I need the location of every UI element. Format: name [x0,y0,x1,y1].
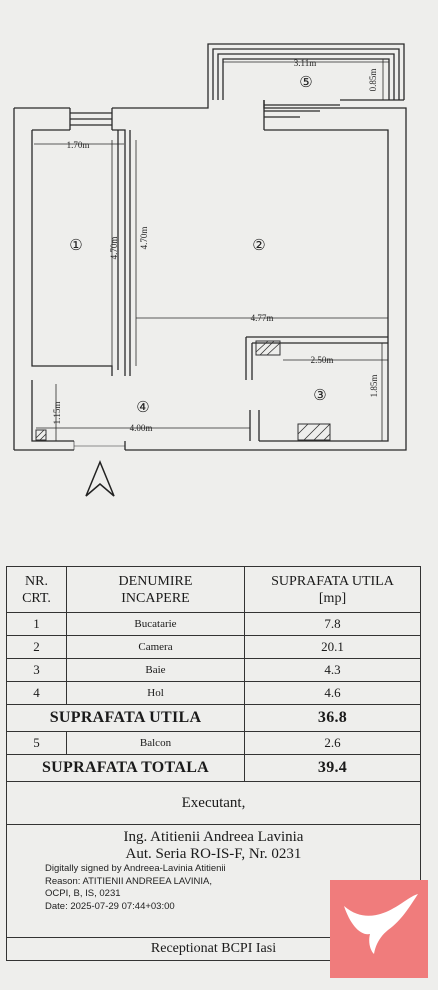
dim-bath-width: 2.50m [311,355,334,365]
header-name-line2: INCAPERE [121,590,190,606]
total-label: SUPRAFATA TOTALA [6,754,245,782]
digital-line: Digitally signed by Andreea-Lavinia Atit… [45,863,226,874]
table-row-balcony: 5 Balcon 2.6 [6,731,421,755]
executant-row: Executant, [6,781,421,825]
row-value: 4.6 [244,681,421,705]
row-nr: 2 [6,635,67,659]
header-area: SUPRAFATA UTILA [mp] [244,566,421,613]
shower-fixture [297,423,331,441]
room-number-2: ② [252,236,265,254]
room-number-5: ⑤ [299,73,312,91]
dim-hall-width: 4.00m [130,423,153,433]
total-row: SUPRAFATA TOTALA 39.4 [6,754,421,782]
floor-plan: 3.11m 0.85m 1.70m 4.70m 4.70m 4.77m 2.50… [13,43,407,497]
digital-line: Reason: ATITIENII ANDREEA LAVINIA, [45,875,213,887]
header-area-line2: [mp] [318,590,347,606]
balcony-parapet [207,43,405,101]
header-name: DENUMIRE INCAPERE [66,566,245,613]
room-number-3: ③ [313,386,326,404]
hall-fixture [35,429,47,441]
row-value: 4.3 [244,658,421,682]
room-number-1: ① [69,236,82,254]
table-row: 4 Hol 4.6 [6,681,421,705]
door-marks [73,441,125,450]
digital-line: OCPI, B, IS, 0231 [45,888,121,899]
row-name: Balcon [66,731,245,755]
agency-logo-icon [330,880,428,978]
table-row: 2 Camera 20.1 [6,635,421,659]
dimension-lines [34,59,389,441]
row-value: 2.6 [244,731,421,755]
digital-line: Date: 2025-07-29 07:44+03:00 [45,900,175,912]
bathroom-walls [245,336,388,380]
dim-kitchen-length: 4.70m [109,237,119,260]
dim-kitchen-width: 1.70m [67,140,90,150]
window-marks [69,100,340,130]
engineer-name: Ing. Atitienii Andreea Lavinia [123,829,304,845]
digital-signature: Digitally signed by Andreea-Lavinia Atit… [45,863,420,913]
total-value: 39.4 [244,754,421,782]
dim-hall-depth: 1.15m [52,402,62,425]
row-name: Camera [66,635,245,659]
header-area-line1: SUPRAFATA UTILA [271,573,394,589]
dim-balcony-width: 3.11m [294,58,316,68]
logo-bird-shape [344,894,418,954]
table-header: NR. CRT. DENUMIRE INCAPERE SUPRAFATA UTI… [6,566,421,613]
header-nr: NR. CRT. [6,566,67,613]
header-nr-line2: CRT. [22,590,51,606]
table-row: 1 Bucatarie 7.8 [6,612,421,636]
dim-room-length: 4.70m [139,227,149,250]
table-row: 3 Baie 4.3 [6,658,421,682]
authorization-number: Aut. Seria RO-IS-F, Nr. 0231 [125,846,302,862]
dim-room-width: 4.77m [251,313,274,323]
row-value: 20.1 [244,635,421,659]
stove-fixture [255,340,281,356]
dim-bath-depth: 1.85m [369,375,379,398]
room-number-4: ④ [136,398,149,416]
row-nr: 5 [6,731,67,755]
subtotal-row: SUPRAFATA UTILA 36.8 [6,704,421,732]
row-name: Hol [66,681,245,705]
row-value: 7.8 [244,612,421,636]
row-name: Baie [66,658,245,682]
dim-balcony-depth: 0.85m [368,69,378,92]
header-name-line1: DENUMIRE [118,573,193,589]
subtotal-value: 36.8 [244,704,421,732]
row-nr: 3 [6,658,67,682]
outer-walls [13,100,407,451]
row-nr: 4 [6,681,67,705]
subtotal-label: SUPRAFATA UTILA [6,704,245,732]
row-name: Bucatarie [66,612,245,636]
header-nr-line1: NR. [25,573,48,589]
north-arrow-icon [85,460,115,497]
executant-label: Executant, [6,781,421,825]
row-nr: 1 [6,612,67,636]
